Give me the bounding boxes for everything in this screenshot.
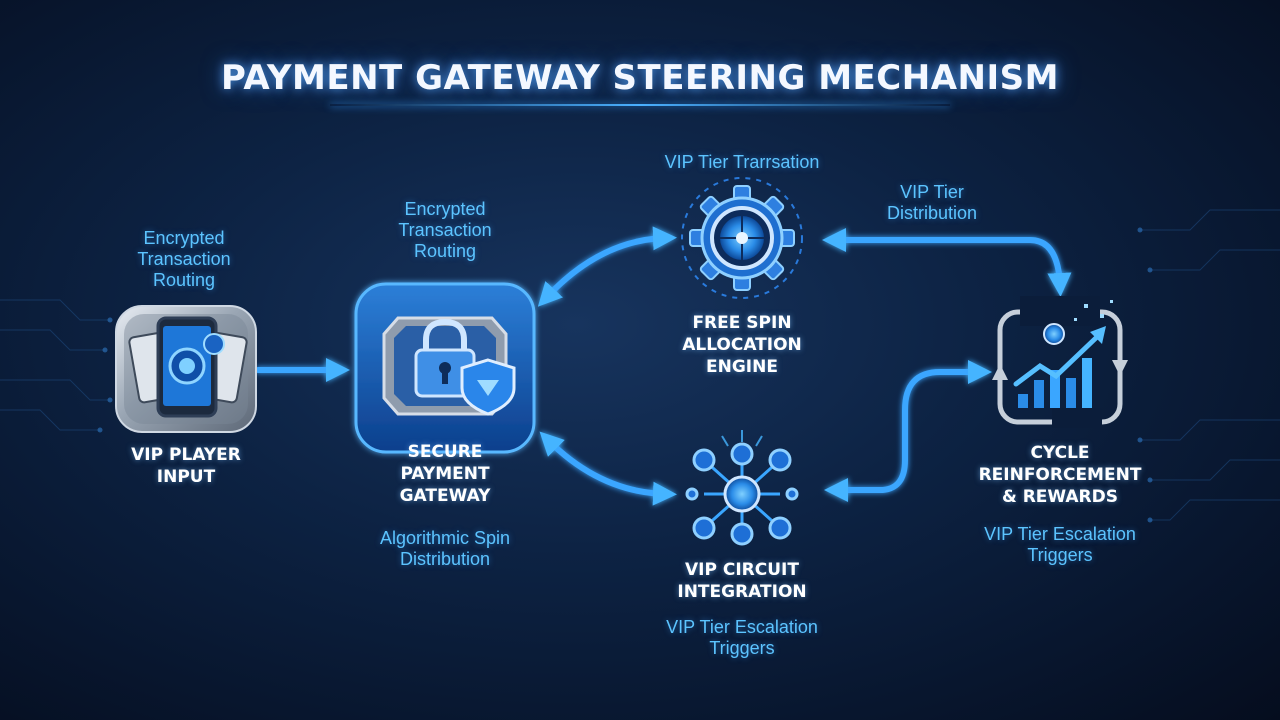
gear-wheel-icon — [689, 185, 795, 291]
network-nodes-icon — [685, 442, 799, 546]
secure-gateway-node — [354, 282, 536, 454]
vip-player-node — [115, 305, 257, 433]
arrow-circuit-cycle — [824, 360, 992, 502]
cycle-caption: VIP Tier Escalation Triggers — [984, 524, 1136, 565]
arrow-freespin-cycle — [822, 228, 1072, 297]
free-spin-label: FREE SPIN ALLOCATION ENGINE — [682, 313, 802, 377]
arrow-gateway-freespin — [537, 226, 677, 307]
edge-caption-freespin-cycle: VIP Tier Distribution — [886, 182, 978, 223]
title-underline — [330, 104, 950, 106]
gateway-label: SECURE PAYMENT GATEWAY — [399, 442, 491, 506]
cycle-label: CYCLE REINFORCEMENT & REWARDS — [978, 443, 1142, 507]
smartphone-cards-icon — [128, 316, 248, 418]
arrow-gateway-circuit — [539, 431, 677, 506]
vip-circuit-caption: VIP Tier Escalation Triggers — [666, 617, 818, 658]
free-spin-caption: VIP Tier Trarrsation — [664, 152, 820, 172]
vip-circuit-node — [685, 430, 799, 546]
gateway-bottom-caption: Algorithmic Spin Distribution — [379, 528, 511, 569]
vip-player-caption: Encrypted Transaction Routing — [137, 228, 231, 290]
gateway-top-caption: Encrypted Transaction Routing — [398, 199, 492, 261]
vip-player-label: VIP PLAYER INPUT — [131, 445, 241, 487]
padlock-shield-icon — [382, 316, 516, 416]
growth-chart-cycle-icon — [1013, 300, 1113, 408]
page-title: PAYMENT GATEWAY STEERING MECHANISM — [221, 58, 1059, 98]
cycle-node — [992, 296, 1128, 428]
free-spin-node — [681, 177, 803, 299]
vip-circuit-label: VIP CIRCUIT INTEGRATION — [677, 560, 807, 602]
